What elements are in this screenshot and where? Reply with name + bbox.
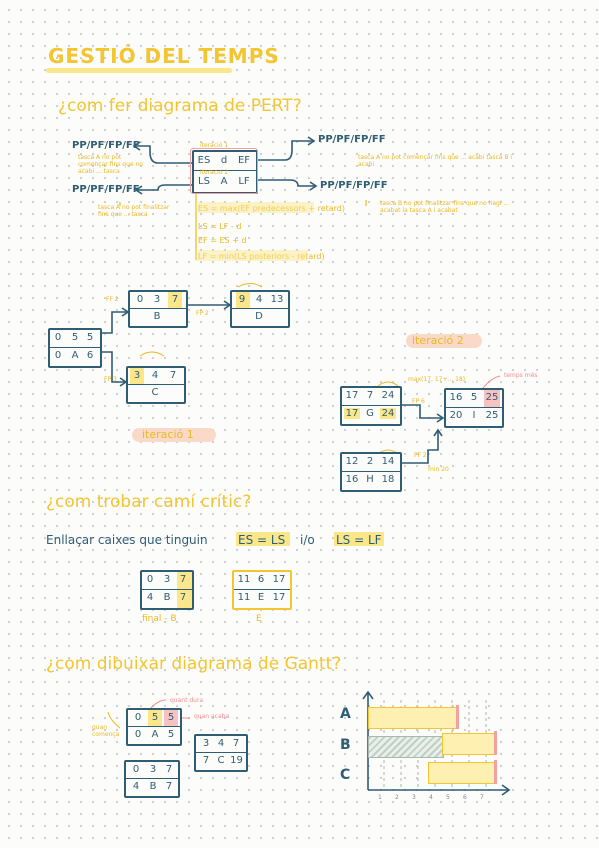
legend-a: A: [220, 176, 228, 187]
node-c: 3 4 7 C: [126, 366, 186, 404]
legend-ls: LS: [198, 176, 210, 187]
gantt-bar-b-end: [494, 731, 497, 755]
critical-sentence: Enllaçar caixes que tinguin: [46, 533, 208, 547]
note-quant-dura: quant dura: [170, 697, 204, 704]
iteration2-small: iteració 2: [200, 169, 229, 176]
critical-cond2: LS = LF: [336, 533, 382, 547]
label-fp2: FP 2: [196, 310, 209, 317]
label-ff2-b: FF 2: [414, 452, 427, 459]
iteracio2-label: iteració 2: [412, 334, 464, 347]
gantt-box-a: 0 5 5 0 A 5: [126, 708, 182, 746]
pp-label-top-left: PP/PF/FP/FF: [72, 140, 140, 151]
pp-label-bottom-left: PP/PF/FP/FF: [72, 184, 140, 195]
critical-cond1: ES = LS: [238, 533, 286, 547]
label-fp3: FP 3: [104, 376, 117, 383]
gantt-bar-c: [428, 762, 496, 784]
cond1-highlight: [236, 532, 290, 546]
critical-box-e: 11 6 17 11 E 17: [232, 570, 292, 610]
iteration1-small: iteració 1: [200, 142, 229, 149]
critical-box-e-label: E: [256, 614, 262, 624]
arrow-pp-bottom-right: [256, 179, 316, 187]
legend-lf: LF: [238, 176, 250, 187]
note-top-left: tasca A no pot començar fins que no acab…: [78, 154, 143, 175]
arrow-pp-top-right: [256, 140, 314, 161]
gantt-row-a-label: A: [340, 706, 351, 722]
iteracio2-highlight: [406, 334, 482, 348]
node-g: 17 7 24 17 G 24: [340, 386, 402, 426]
gantt-bar-b-slack: [368, 736, 444, 758]
gantt-bar-b: [442, 733, 496, 755]
note-bottom-right: tasca B no pot finalitzar fins que no ha…: [380, 200, 510, 214]
formula-highlight-1: [196, 202, 314, 213]
formula-lf: LF = min(LS posteriors - retard): [198, 252, 325, 261]
note-temps: temps més: [504, 372, 538, 379]
formula-ls: LS = LF - d: [198, 222, 242, 231]
critical-joiner: i/o: [300, 533, 315, 547]
gantt-box-b: 0 3 7 4 B 7: [124, 760, 180, 798]
pp-label-top-right: PP/PF/FP/FF: [318, 134, 386, 145]
note-bottom-left: tasca A no pot finalitzar fins que ... t…: [98, 204, 170, 218]
legend-es: ES: [197, 155, 211, 166]
label-fp6: FP 6: [412, 398, 425, 405]
note-max: max(17, 17+... 18): [408, 376, 466, 383]
gantt-row-c-label: C: [340, 767, 351, 783]
page-title: GESTIÓ DEL TEMPS: [48, 44, 280, 68]
node-a: 0 5 5 0 A 6: [48, 328, 102, 368]
gantt-bar-c-end: [494, 760, 497, 784]
note-min: min 20: [428, 466, 449, 473]
gantt-box-c: 3 4 7 7 C 19: [194, 734, 248, 772]
pp-label-bottom-right: PP/PF/FP/FF: [320, 180, 388, 191]
legend-d: d: [220, 155, 228, 166]
label-ff2: FF 2: [106, 296, 119, 303]
title-underline: [46, 68, 232, 73]
cond2-highlight: [334, 532, 384, 546]
note-top-right: tasca A no pot començar fins que ... aca…: [358, 154, 513, 168]
node-h: 12 2 14 16 H 18: [340, 452, 402, 492]
node-i: 16 5 25 20 I 25: [444, 388, 504, 428]
legend-highlight: [190, 148, 258, 194]
formula-highlight-2: [196, 250, 308, 261]
note-quan-comenca: quan comença: [92, 724, 120, 738]
formula-ef: EF = ES + d: [198, 236, 247, 245]
pert-heading: ¿com fer diagrama de PERT?: [58, 96, 302, 116]
legend-ef: EF: [237, 155, 251, 166]
critical-box-b-label: final - B: [142, 614, 177, 624]
note-quan-acaba: quan acaba: [194, 713, 230, 720]
gantt-bar-a-end: [456, 705, 459, 729]
node-b: 0 3 7 B: [128, 290, 188, 328]
iteracio1-label: iteració 1: [142, 428, 194, 441]
iteracio1-highlight: [132, 428, 216, 442]
critical-heading: ¿com trobar camí crític?: [46, 492, 252, 512]
formula-es: ES = max(EF predecessors + retard): [198, 204, 346, 213]
gantt-heading: ¿com dibuixar diagrama de Gantt?: [46, 654, 342, 674]
critical-box-b: 0 3 7 4 B 7: [140, 570, 194, 610]
gantt-bar-a: [368, 707, 458, 729]
gantt-row-b-label: B: [340, 737, 351, 753]
arrow-pp-top-left: [134, 145, 192, 164]
node-d: 9 4 13 D: [230, 290, 290, 328]
arrow-pp-bottom-left: [136, 184, 192, 191]
